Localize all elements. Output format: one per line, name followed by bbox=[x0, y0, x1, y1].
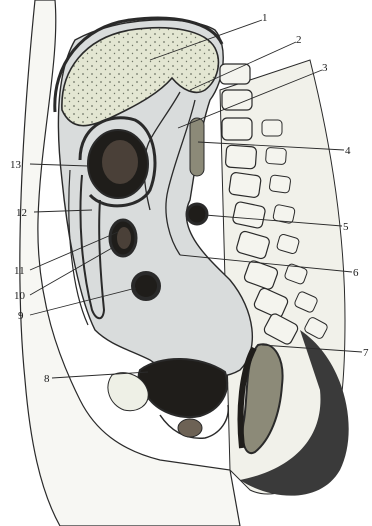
label-7: 7 bbox=[363, 347, 369, 359]
duodenum bbox=[187, 204, 207, 224]
label-9: 9 bbox=[18, 310, 24, 322]
spinous-process bbox=[269, 175, 291, 194]
label-5: 5 bbox=[343, 221, 349, 233]
label-6: 6 bbox=[353, 267, 359, 279]
label-12: 12 bbox=[16, 207, 27, 219]
vertebral-body bbox=[229, 172, 262, 198]
bladder bbox=[138, 359, 227, 417]
label-2: 2 bbox=[296, 34, 302, 46]
label-4: 4 bbox=[345, 145, 351, 157]
urethra-region bbox=[178, 419, 202, 437]
label-13: 13 bbox=[10, 159, 22, 171]
label-8: 8 bbox=[44, 373, 50, 385]
label-11: 11 bbox=[14, 265, 25, 277]
pancreas bbox=[190, 118, 204, 176]
vertebral-body bbox=[222, 118, 252, 140]
spinous-process bbox=[262, 120, 282, 136]
label-3: 3 bbox=[322, 62, 328, 74]
vertebral-body bbox=[225, 145, 256, 169]
transverse-colon-lumen bbox=[117, 227, 131, 249]
stomach-lumen bbox=[102, 140, 138, 184]
label-10: 10 bbox=[14, 290, 26, 302]
label-1: 1 bbox=[262, 12, 268, 24]
spinous-process bbox=[265, 147, 286, 164]
small-intestine-loop bbox=[133, 273, 159, 299]
